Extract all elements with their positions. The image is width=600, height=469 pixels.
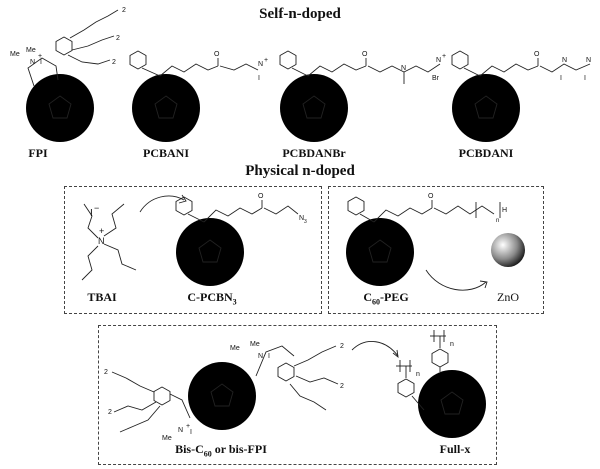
tbai-iodide-charge: − [94, 203, 99, 213]
c60peg-n-sub: n [496, 218, 499, 224]
c60peg-structure [345, 196, 501, 291]
pcbdani-structure [451, 50, 591, 143]
fullx-structure [396, 330, 487, 439]
bis-c60-structure [111, 341, 399, 433]
pcbdani-iodide2: I [584, 75, 586, 82]
cpcbn3-n3-sub: 3 [304, 219, 307, 225]
tbai-iodide: I [90, 208, 93, 219]
zno-sphere [491, 233, 525, 267]
bis-plus2: + [186, 423, 190, 430]
label-bis-pre: Bis-C [175, 442, 204, 456]
label-bis-sub: 60 [203, 449, 212, 459]
tbai-plus: + [99, 226, 104, 236]
c60peg-h: H [502, 207, 507, 214]
fullx-n2: n [416, 371, 420, 378]
label-bis-post: or bis-FPI [211, 442, 267, 456]
pcbdani-o: O [534, 51, 540, 58]
pcbdanbr-n2: N [436, 57, 441, 64]
physical-n-doped-heading: Physical n-doped [245, 163, 355, 179]
label-pcbani: PCBANI [142, 146, 189, 160]
fpi-plus: + [38, 53, 42, 60]
label-c60peg: C60-PEG [346, 290, 426, 306]
panel-c60peg-zno [328, 186, 544, 314]
pcbdanbr-structure [279, 50, 441, 143]
cpcbn3-o: O [258, 193, 264, 200]
fpi-me-label: Me [10, 51, 20, 58]
bis-iodide2: I [190, 429, 192, 436]
pcbani-structure [129, 50, 259, 143]
pcbdanbr-o: O [362, 51, 368, 58]
fpi-iodide: I [40, 59, 42, 66]
fpi-n-label: N [30, 59, 35, 66]
cpcbn3-structure [175, 196, 299, 287]
bis-iodide1: I [268, 353, 270, 360]
pcbdanbr-n1: N [401, 65, 406, 72]
label-c60peg-post: -PEG [380, 290, 409, 304]
fpi-sub2-a: 2 [122, 7, 126, 14]
bis-sub2-a: 2 [340, 343, 344, 350]
label-zno: ZnO [497, 290, 519, 304]
fpi-sub2-c: 2 [112, 59, 116, 66]
tbai-n: N [98, 236, 105, 246]
pcbani-o: O [214, 51, 220, 58]
tbai-structure [81, 194, 187, 281]
bis-sub2-b: 2 [340, 383, 344, 390]
bis-n1: N [258, 353, 263, 360]
panel-tbai-cpcbn3 [64, 186, 322, 314]
bis-sub2-c: 2 [104, 369, 108, 376]
bis-me2: Me [250, 341, 260, 348]
pcbdanbr-bromide: Br [432, 75, 440, 82]
fpi-sub2-b: 2 [116, 35, 120, 42]
label-pcbdani: PCBDANI [458, 146, 514, 160]
label-bis-c60: Bis-C60 or bis-FPI [156, 442, 286, 458]
fpi-me2-label: Me [26, 47, 36, 54]
label-c60peg-pre: C [363, 290, 372, 304]
label-pcbdanbr: PCBDANBr [282, 146, 346, 160]
label-cpcbn3: C-PCBN3 [172, 290, 252, 306]
pcbdani-iodide1: I [560, 75, 562, 82]
bis-n2: N [178, 427, 183, 434]
self-n-doped-heading: Self-n-doped [259, 6, 341, 22]
pcbdanbr-plus: + [442, 53, 446, 60]
label-cpcbn3-main: C-PCBN [187, 290, 233, 304]
bis-me1: Me [230, 345, 240, 352]
label-fullx: Full-x [439, 442, 471, 456]
fpi-structure [25, 9, 119, 143]
label-tbai: TBAI [87, 290, 117, 304]
pcbdani-n1: N [562, 57, 567, 64]
panel-bis-fullx [98, 325, 497, 465]
cpcbn3-n3: N [299, 215, 304, 222]
pcbani-plus: + [264, 57, 268, 64]
pcbdani-n2: N [586, 57, 591, 64]
bis-sub2-d: 2 [108, 409, 112, 416]
label-fpi: FPI [28, 146, 48, 160]
label-cpcbn3-sub: 3 [232, 297, 237, 307]
pcbani-n: N [258, 61, 263, 68]
bis-me3: Me [162, 435, 172, 442]
fullx-n1: n [450, 341, 454, 348]
pcbani-iodide: I [258, 75, 260, 82]
label-c60peg-sub: 60 [372, 297, 380, 307]
c60peg-o: O [428, 193, 434, 200]
